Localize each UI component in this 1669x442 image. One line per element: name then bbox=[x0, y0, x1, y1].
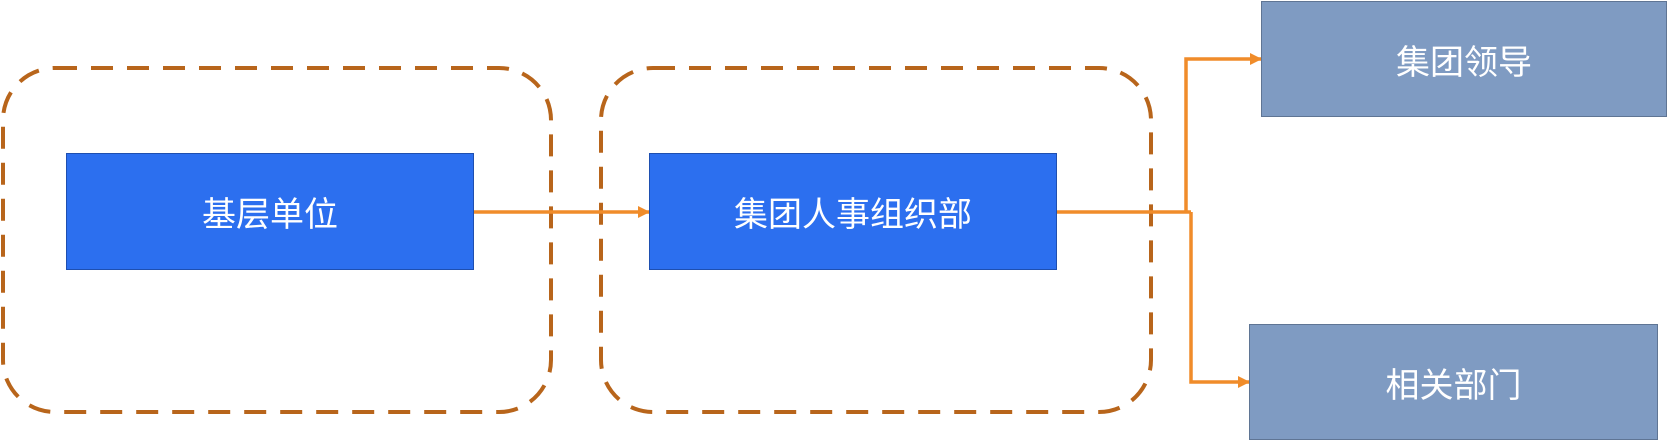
arrow-to-related-depts bbox=[1189, 212, 1250, 388]
node-related-depts-label: 相关部门 bbox=[1385, 365, 1522, 406]
dashed-group-left bbox=[1, 66, 553, 414]
node-hr-org-dept-label: 集团人事组织部 bbox=[734, 195, 972, 235]
node-group-leaders: 集团领导 bbox=[1261, 1, 1667, 117]
node-related-depts: 相关部门 bbox=[1249, 324, 1658, 440]
node-basic-unit-label: 基层单位 bbox=[202, 195, 338, 235]
node-basic-unit: 基层单位 bbox=[66, 153, 474, 270]
node-group-leaders-label: 集团领导 bbox=[1396, 42, 1532, 83]
node-hr-org-dept: 集团人事组织部 bbox=[649, 153, 1057, 270]
arrow-to-group-leaders bbox=[1184, 53, 1262, 212]
dashed-group-middle bbox=[599, 66, 1153, 414]
